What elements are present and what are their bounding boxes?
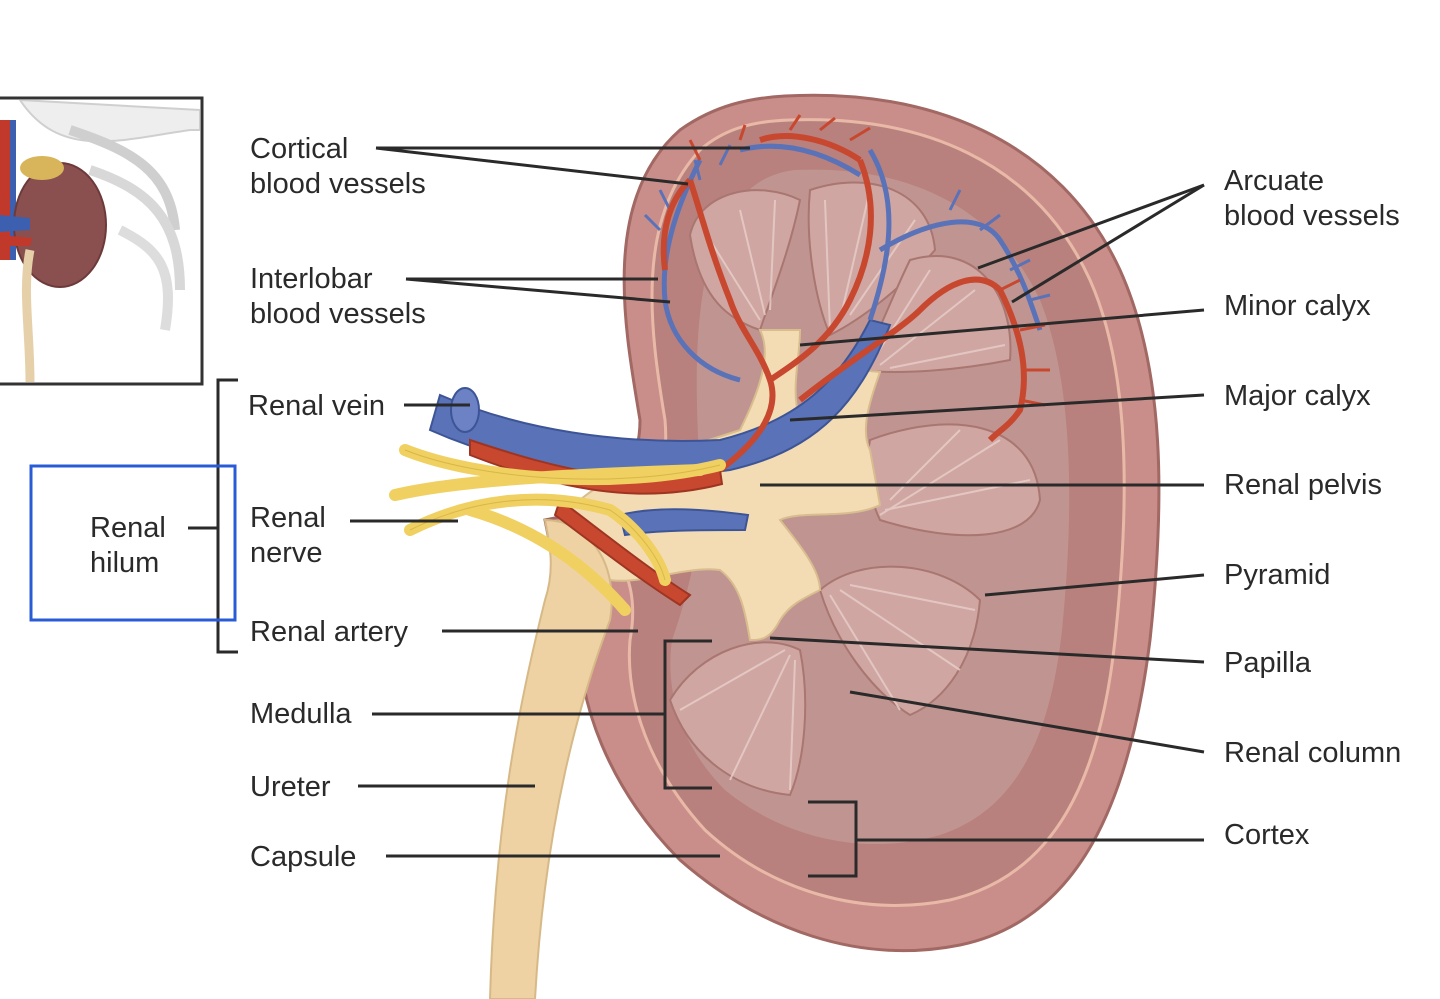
label-capsule: Capsule bbox=[250, 841, 356, 873]
label-ureter: Ureter bbox=[250, 771, 331, 803]
label-renal-hilum: Renal hilum bbox=[90, 512, 174, 579]
leader-lines bbox=[350, 146, 1205, 858]
label-cortical-vessels: Cortical blood vessels bbox=[250, 133, 426, 200]
label-renal-vein: Renal vein bbox=[248, 390, 385, 422]
pyramid-striations bbox=[679, 189, 1031, 791]
brackets bbox=[188, 378, 858, 878]
label-renal-artery: Renal artery bbox=[250, 616, 408, 648]
venous-tree bbox=[661, 143, 1043, 383]
label-pyramid: Pyramid bbox=[1224, 559, 1330, 591]
label-renal-nerve: Renal nerve bbox=[250, 502, 334, 569]
label-arcuate-vessels: Arcuate blood vessels bbox=[1224, 165, 1400, 232]
label-cortex: Cortex bbox=[1224, 819, 1310, 851]
label-medulla: Medulla bbox=[250, 698, 352, 730]
label-interlobar-vessels: Interlobar blood vessels bbox=[250, 263, 426, 330]
inset-thumbnail bbox=[0, 96, 204, 386]
arterial-tree bbox=[660, 133, 1027, 473]
medulla-bracket bbox=[663, 639, 712, 790]
label-papilla: Papilla bbox=[1224, 647, 1312, 679]
label-renal-column: Renal column bbox=[1224, 737, 1401, 769]
label-major-calyx: Major calyx bbox=[1224, 380, 1371, 412]
label-minor-calyx: Minor calyx bbox=[1224, 290, 1371, 322]
kidney-illustration bbox=[389, 93, 1161, 999]
ureter-shape bbox=[488, 518, 613, 999]
renal-hilum-highlight-box bbox=[29, 464, 237, 622]
cortex-bracket bbox=[808, 800, 858, 878]
label-renal-pelvis: Renal pelvis bbox=[1224, 469, 1382, 501]
labels: Cortical blood vessels Interlobar blood … bbox=[90, 133, 1401, 873]
hilum-bracket bbox=[216, 378, 238, 654]
